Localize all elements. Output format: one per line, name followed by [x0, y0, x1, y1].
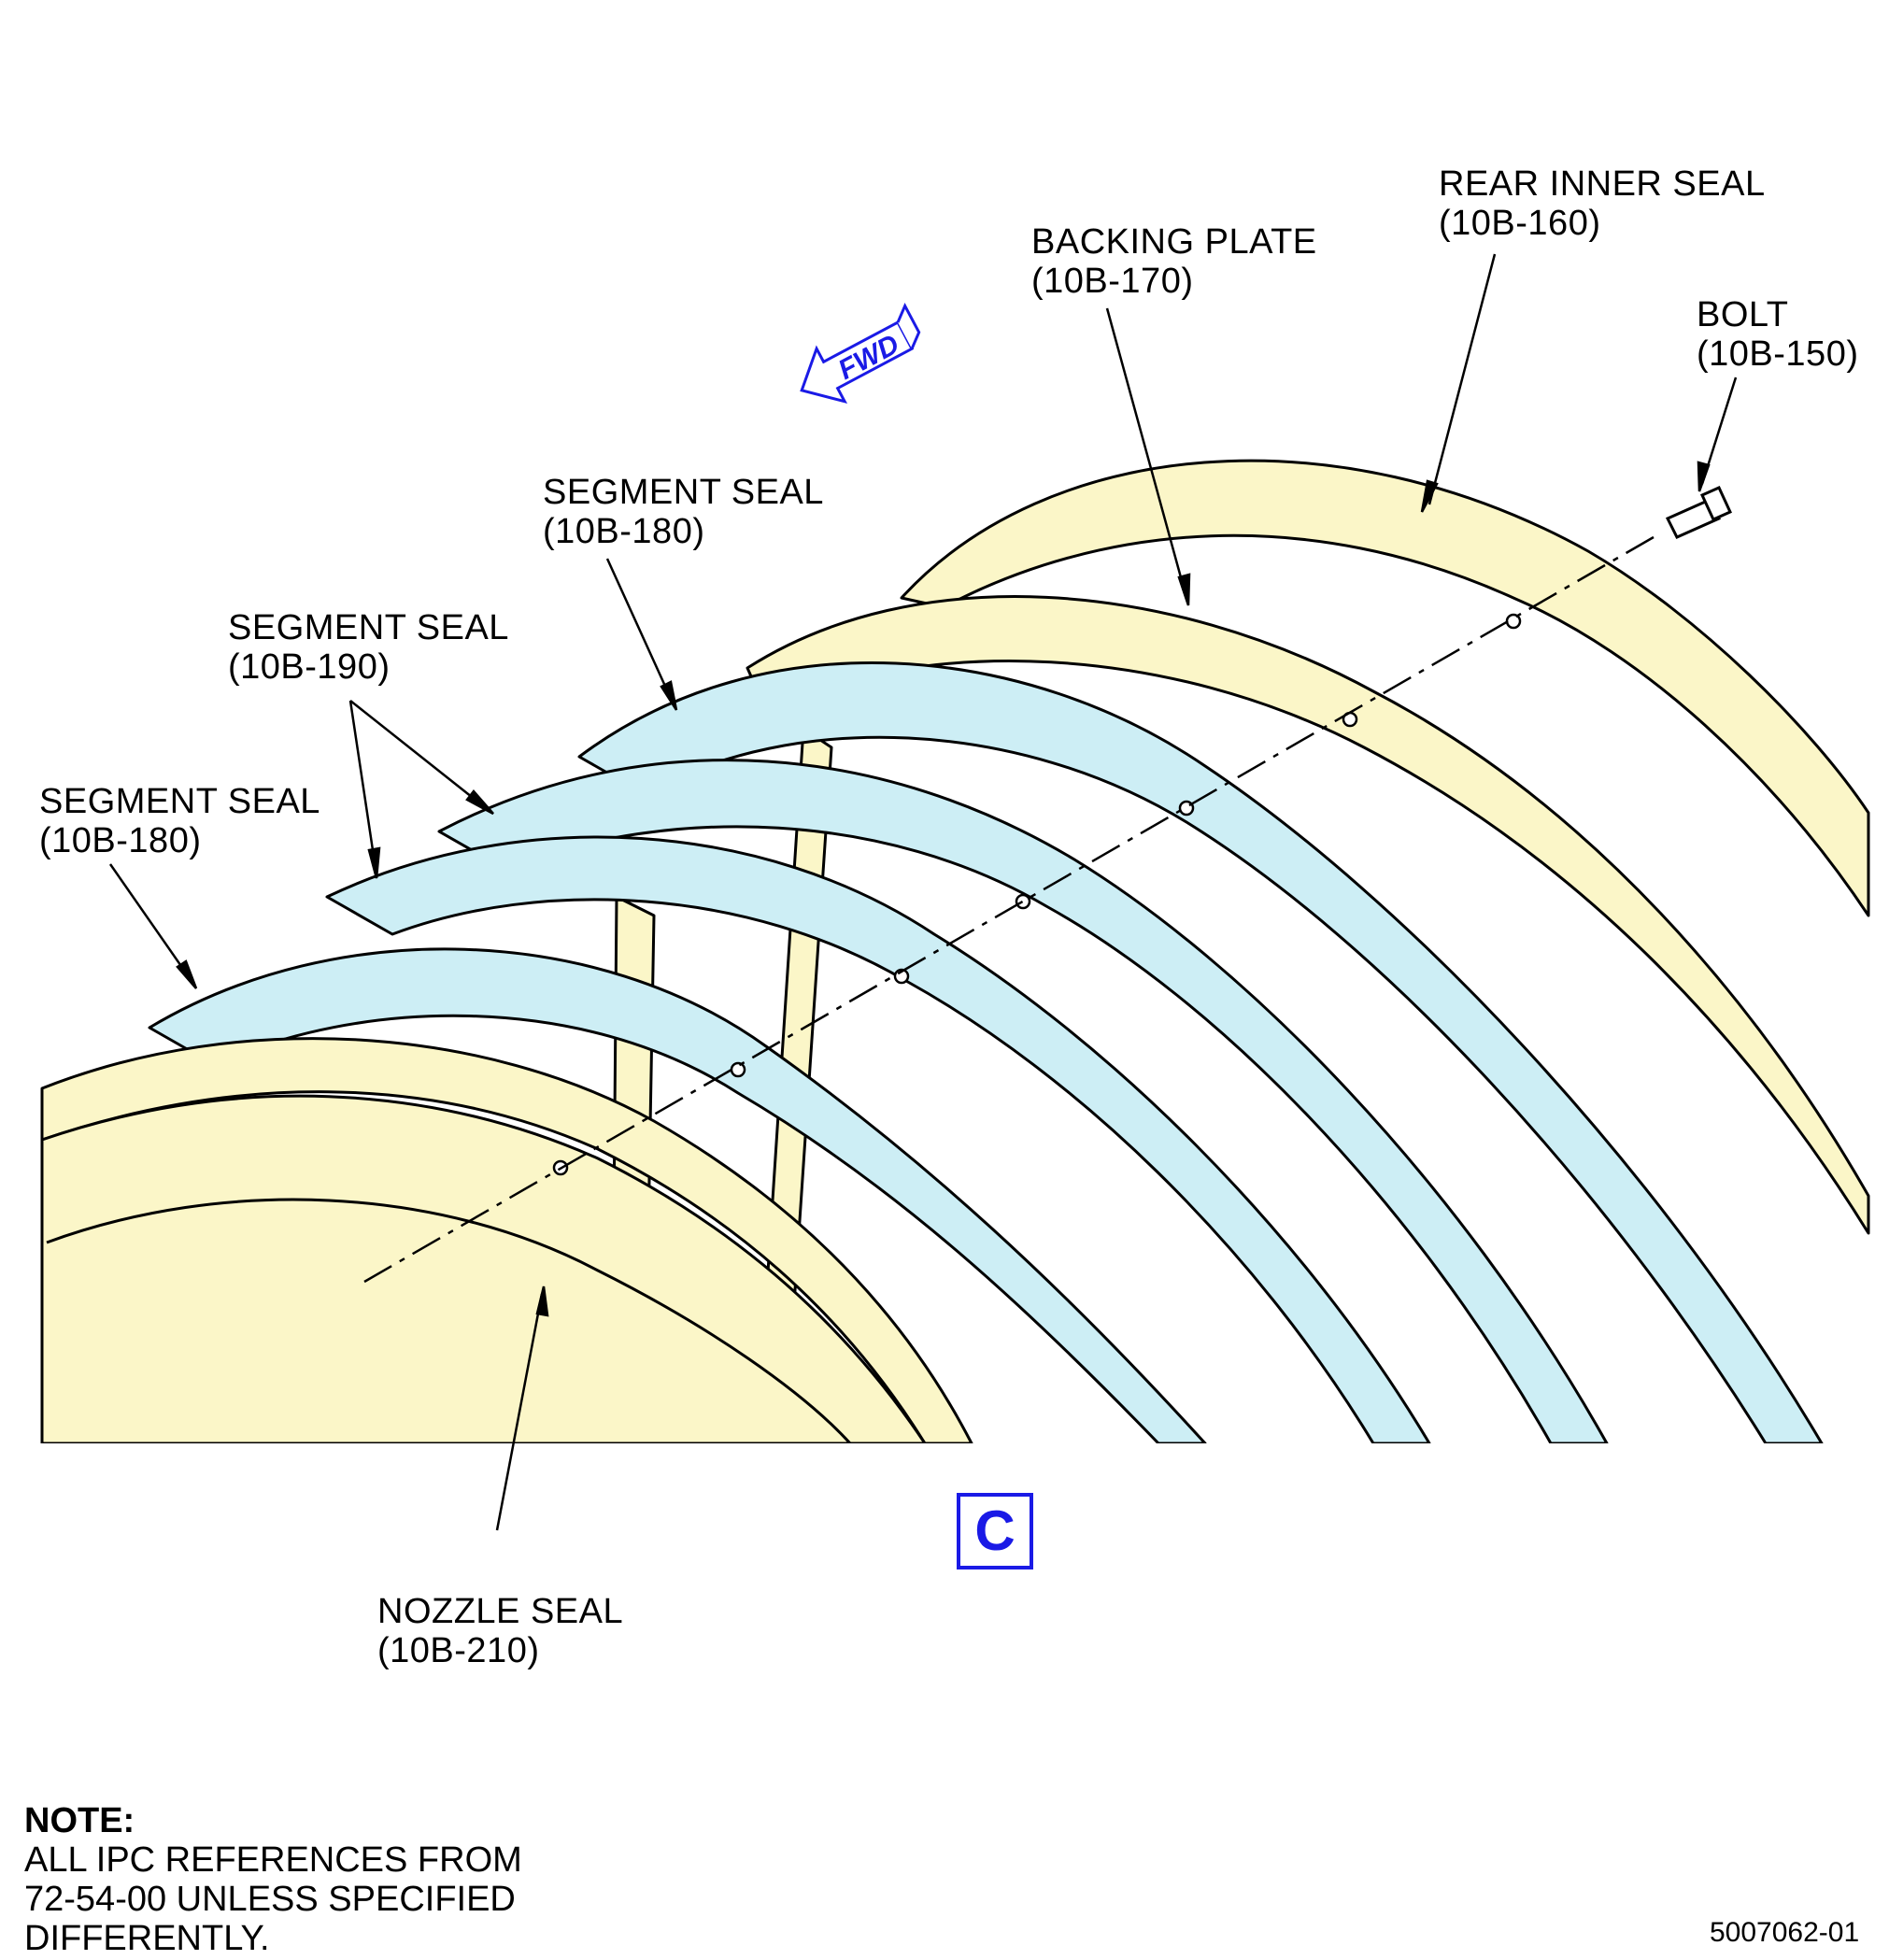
rear-inner-seal-ring — [900, 459, 1870, 917]
label-rear-inner-seal: REAR INNER SEAL (10B-160) — [1439, 164, 1766, 243]
label-name: SEGMENT SEAL — [39, 782, 320, 821]
leader-line-rear-inner-seal — [1427, 253, 1497, 505]
note-line: 72-54-00 UNLESS SPECIFIED — [24, 1880, 516, 1919]
leader-arrow — [1420, 479, 1439, 513]
segment-seal-190-ring-2 — [325, 835, 1431, 1443]
segment-seal-180-left-ring — [148, 947, 1207, 1443]
segment-seal-190-ring — [437, 759, 1609, 1443]
label-nozzle-seal: NOZZLE SEAL (10B-210) — [377, 1592, 623, 1670]
nozzle-seal-inner-ring — [40, 1094, 927, 1443]
label-name: SEGMENT SEAL — [228, 608, 509, 647]
leader-line-segment-seal-mid-a — [348, 700, 377, 870]
label-ref: (10B-170) — [1031, 262, 1194, 301]
segment-seal-180-top-ring — [577, 660, 1824, 1443]
label-segment-seal-left: SEGMENT SEAL (10B-180) — [39, 782, 320, 860]
label-ref: (10B-160) — [1439, 204, 1601, 243]
assembly-center-line — [363, 535, 1655, 1284]
fwd-direction-arrow-icon: FWD — [800, 302, 921, 404]
label-name: BOLT — [1697, 295, 1789, 334]
seal-hole — [730, 1061, 746, 1078]
label-backing-plate: BACKING PLATE (10B-170) — [1031, 222, 1317, 301]
leader-arrow — [465, 789, 494, 816]
leader-line-backing-plate — [1105, 307, 1188, 599]
seal-hole — [1015, 893, 1031, 910]
figure-number: 5007062-01 — [1710, 1917, 1860, 1948]
note-line: DIFFERENTLY. — [24, 1919, 270, 1958]
leader-arrow — [367, 846, 381, 879]
nozzle-seal-inner-edge — [46, 1198, 852, 1443]
label-segment-seal-mid: SEGMENT SEAL (10B-190) — [228, 608, 509, 687]
leader-line-segment-seal-top — [605, 558, 675, 703]
label-name: NOZZLE SEAL — [377, 1592, 624, 1631]
nozzle-seal-ring — [40, 1037, 973, 1443]
view-letter-box: C — [957, 1493, 1033, 1569]
label-segment-seal-top: SEGMENT SEAL (10B-180) — [543, 473, 824, 551]
label-ref: (10B-180) — [39, 821, 202, 860]
leader-line-nozzle-seal — [495, 1293, 544, 1531]
leader-line-segment-seal-mid-b — [349, 700, 487, 809]
leader-arrow — [1697, 461, 1711, 492]
leader-arrow — [176, 959, 198, 989]
label-bolt: BOLT (10B-150) — [1697, 295, 1858, 374]
note-line: ALL IPC REFERENCES FROM — [24, 1840, 522, 1880]
label-ref: (10B-150) — [1697, 334, 1859, 374]
label-name: SEGMENT SEAL — [543, 473, 824, 512]
leader-arrow — [1177, 573, 1191, 606]
leader-arrow — [535, 1285, 549, 1317]
leader-arrow — [660, 680, 678, 711]
label-ref: (10B-210) — [377, 1631, 540, 1670]
note-title: NOTE: — [24, 1801, 135, 1840]
label-name: BACKING PLATE — [1031, 222, 1317, 262]
label-name: REAR INNER SEAL — [1439, 164, 1766, 204]
note-block: NOTE: ALL IPC REFERENCES FROM 72-54-00 U… — [24, 1801, 522, 1958]
backing-plate-ring — [746, 595, 1870, 1235]
label-ref: (10B-190) — [228, 647, 391, 687]
label-ref: (10B-180) — [543, 512, 705, 551]
leader-line-segment-seal-left — [108, 863, 193, 982]
bolt-icon — [1665, 486, 1732, 539]
